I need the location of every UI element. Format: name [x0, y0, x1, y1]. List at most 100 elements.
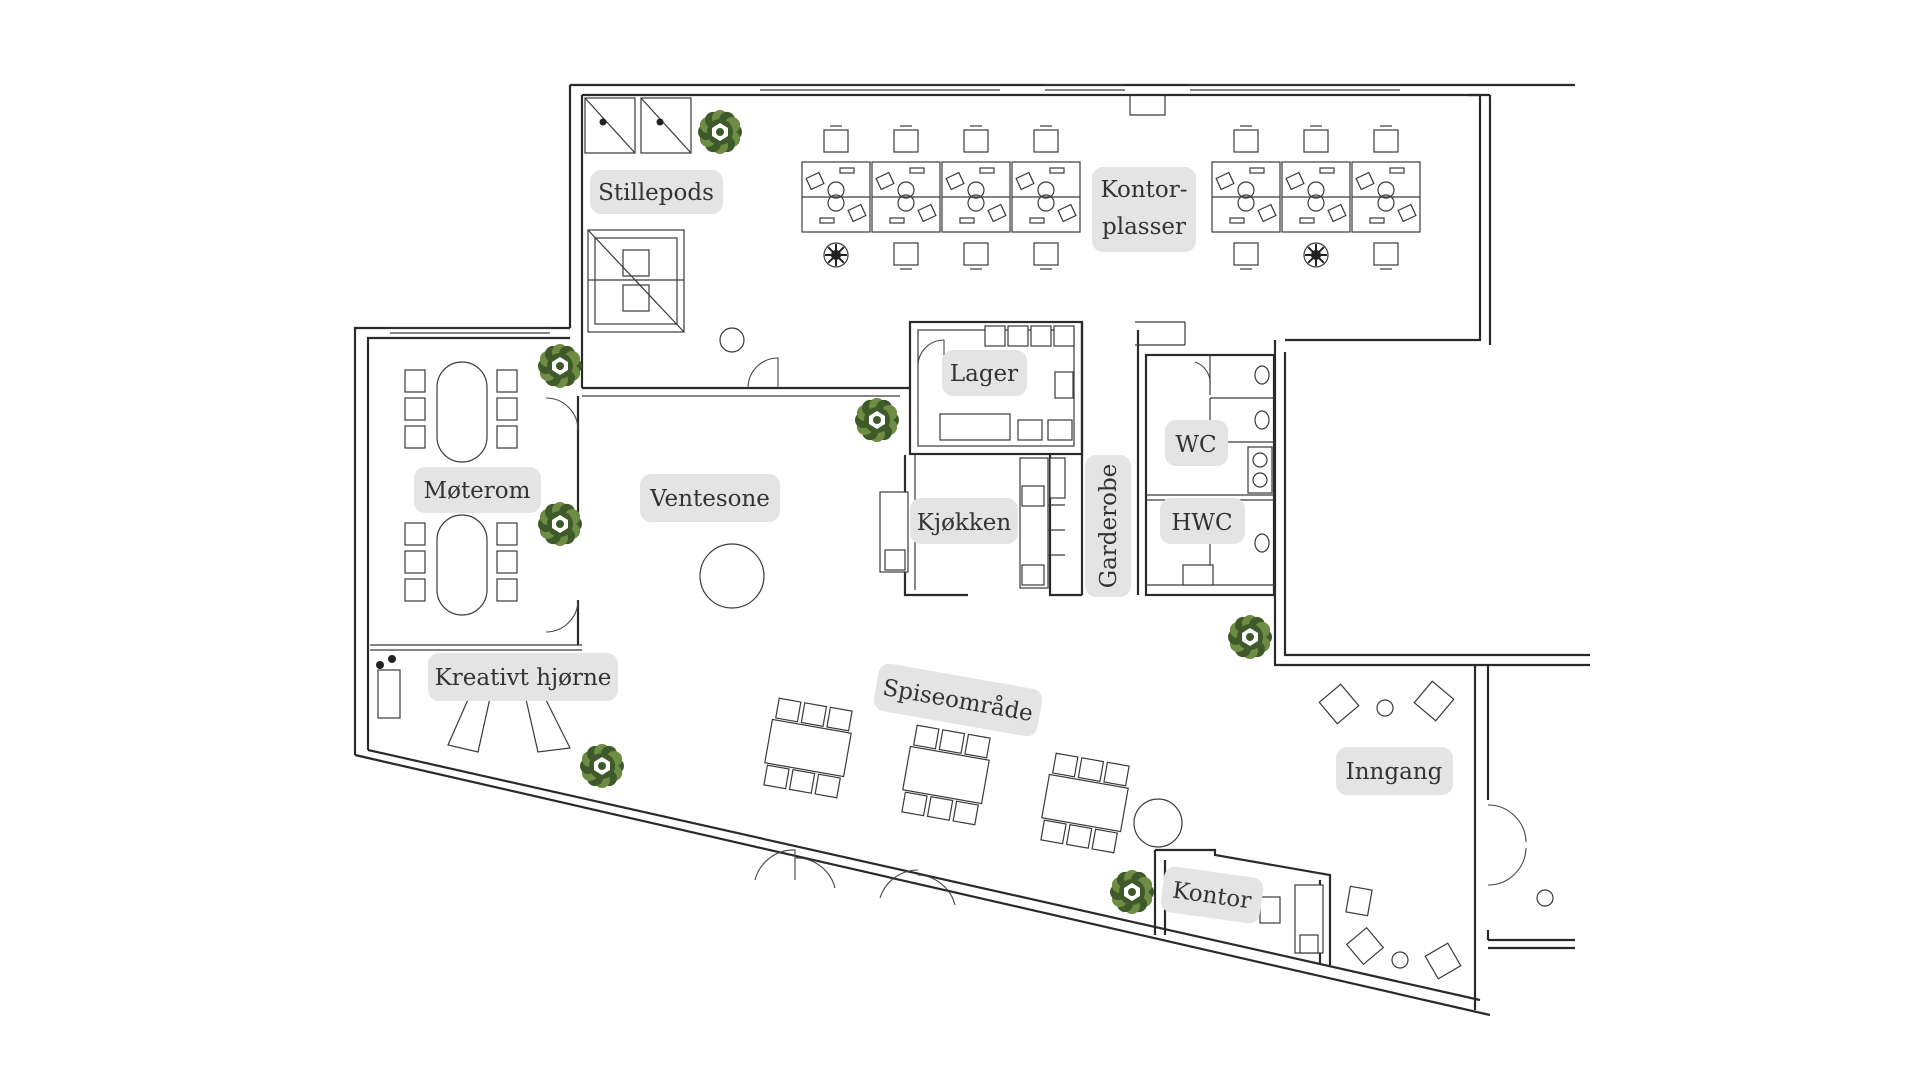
chair-icon — [1233, 242, 1259, 270]
label-kreativt-hjorne-text: Kreativt hjørne — [435, 665, 612, 691]
plant-icon — [855, 398, 899, 442]
plants — [538, 110, 1272, 914]
plant-icon — [538, 344, 582, 388]
chair-icon — [496, 578, 518, 602]
chair-icon — [1033, 242, 1059, 270]
office-desks — [801, 125, 1421, 270]
label-hwc: HWC — [1160, 498, 1245, 544]
plant-icon — [1228, 615, 1272, 659]
kitchen-furniture — [879, 457, 1066, 589]
plant-icon — [580, 744, 624, 788]
desk-icon — [871, 161, 941, 233]
desk-icon — [1011, 161, 1081, 233]
chair-icon — [1373, 242, 1399, 270]
chair-icon — [404, 397, 426, 421]
door-icon — [1487, 847, 1527, 886]
plant-icon — [1110, 870, 1154, 914]
door-icon — [917, 874, 956, 906]
room-labels: Stillepods Kontor- plasser Lager WC HWC … — [414, 167, 1453, 924]
chair-icon — [823, 125, 849, 153]
round-table — [699, 543, 765, 609]
label-garderobe: Garderobe — [1085, 455, 1131, 597]
label-hwc-text: HWC — [1171, 510, 1232, 536]
plant-icon — [538, 502, 582, 546]
label-kontor: Kontor — [1160, 866, 1264, 924]
desk-icon — [1281, 161, 1351, 233]
chair-icon — [404, 550, 426, 574]
door-icon — [545, 599, 579, 633]
meeting-tables — [404, 361, 518, 616]
windows-top — [390, 84, 1400, 334]
label-garderobe-text: Garderobe — [1096, 464, 1122, 589]
outer-walls — [353, 83, 1590, 1017]
label-inngang-text: Inngang — [1346, 759, 1443, 785]
label-kreativt-hjorne: Kreativt hjørne — [428, 653, 618, 701]
toilet-icon — [1254, 410, 1270, 430]
label-moterom: Møterom — [414, 467, 541, 513]
door-icon — [879, 869, 919, 899]
label-stillepods-text: Stillepods — [598, 180, 714, 206]
desk-icon — [1351, 161, 1421, 233]
dining-table — [901, 724, 991, 826]
label-kontorplasser: Kontor- plasser — [1092, 167, 1196, 252]
chair-icon — [496, 369, 518, 393]
stillepods-furniture — [584, 97, 692, 333]
sink-icon — [1252, 472, 1268, 488]
chair-icon — [893, 125, 919, 153]
label-kjokken-text: Kjøkken — [917, 510, 1012, 536]
door-icon — [747, 357, 779, 389]
chair-icon — [1033, 125, 1059, 153]
label-wc: WC — [1165, 420, 1228, 466]
label-stillepods: Stillepods — [590, 170, 723, 214]
door-icon — [794, 857, 836, 889]
label-inngang: Inngang — [1336, 747, 1453, 795]
doors — [545, 339, 1527, 906]
label-spiseomrade: Spiseområde — [873, 663, 1043, 737]
toilet-icon — [1254, 365, 1270, 385]
chair-icon — [404, 578, 426, 602]
label-kontorplasser-line1: Kontor- — [1100, 177, 1187, 203]
sink-icon — [1252, 452, 1268, 468]
door-icon — [754, 849, 796, 881]
chair-icon — [823, 242, 849, 268]
chair-icon — [496, 397, 518, 421]
door-icon — [545, 397, 579, 431]
chair-icon — [496, 550, 518, 574]
round-table-small — [719, 327, 745, 353]
label-ventesone-text: Ventesone — [649, 486, 770, 512]
sink-icon — [1182, 564, 1214, 586]
chair-icon — [404, 425, 426, 449]
door-icon — [1194, 361, 1211, 386]
door-icon — [917, 339, 945, 367]
label-kjokken: Kjøkken — [910, 498, 1018, 544]
desk-icon — [941, 161, 1011, 233]
chair-icon — [404, 522, 426, 546]
chair-icon — [1233, 125, 1259, 153]
dining-table — [763, 697, 853, 799]
dining-table — [1040, 752, 1130, 854]
chair-icon — [963, 242, 989, 270]
chair-icon — [1303, 242, 1329, 268]
dining-tables — [763, 697, 1130, 854]
entrance-furniture — [1133, 680, 1554, 980]
kontor-furniture — [1259, 884, 1324, 954]
toilet-icon — [1254, 533, 1270, 553]
label-wc-text: WC — [1175, 432, 1216, 458]
chair-icon — [1303, 125, 1329, 153]
desk-icon — [1211, 161, 1281, 233]
plant-icon — [698, 110, 742, 154]
label-ventesone: Ventesone — [640, 474, 780, 522]
chair-icon — [404, 369, 426, 393]
chair-icon — [893, 242, 919, 270]
door-icon — [1487, 804, 1527, 843]
label-lager: Lager — [942, 350, 1027, 396]
chair-icon — [963, 125, 989, 153]
creative-corner-furniture — [376, 655, 571, 753]
chair-icon — [1373, 125, 1399, 153]
wc-fixtures — [1182, 365, 1273, 586]
label-lager-text: Lager — [950, 361, 1018, 387]
lager-furniture — [939, 325, 1075, 441]
label-kontorplasser-line2: plasser — [1102, 214, 1186, 240]
chair-icon — [496, 425, 518, 449]
